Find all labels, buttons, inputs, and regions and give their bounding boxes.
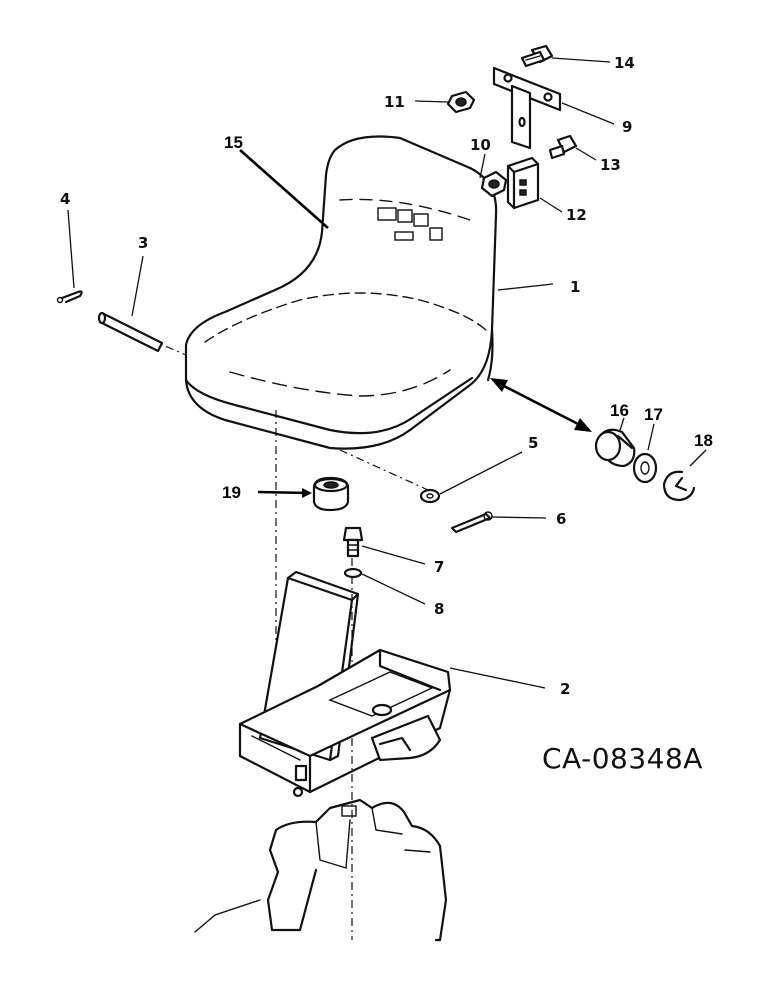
callout-1: 1 <box>570 278 580 296</box>
bolt-part-13 <box>548 134 578 160</box>
tractor-frame <box>194 798 448 942</box>
seat-part-1 <box>184 135 498 450</box>
bolt-part-14 <box>520 44 554 68</box>
callout-7: 7 <box>434 558 444 576</box>
callout-2: 2 <box>560 680 570 698</box>
seat-logo <box>377 207 443 241</box>
callout-11: 11 <box>384 93 405 111</box>
cotter-pin-part-6 <box>450 511 493 534</box>
centerline-pin <box>99 317 187 356</box>
callout-4: 4 <box>60 190 70 208</box>
callout-6: 6 <box>556 510 566 528</box>
bumper-part-19 <box>312 476 350 512</box>
washer-part-17 <box>632 452 658 484</box>
bracket-part-9 <box>492 66 562 150</box>
centerline-washer <box>339 449 429 491</box>
callout-17: 17 <box>644 405 663 424</box>
hinge-part-12 <box>506 156 540 210</box>
callout-19: 19 <box>222 483 241 502</box>
callout-5: 5 <box>528 434 538 452</box>
callout-12: 12 <box>566 206 587 224</box>
bolt-part-7 <box>342 526 364 558</box>
figure-code: CA-08348A <box>542 742 703 775</box>
washer-part-8 <box>343 567 363 579</box>
nut-part-10 <box>480 170 508 198</box>
callout-18: 18 <box>694 431 713 450</box>
leader-lines <box>67 57 707 689</box>
assembly-arrow <box>490 378 592 432</box>
callout-9: 9 <box>622 118 632 136</box>
callout-3: 3 <box>138 234 148 252</box>
nut-part-11 <box>446 90 476 114</box>
washer-part-5 <box>419 488 441 504</box>
clip-part-18 <box>662 470 696 502</box>
pivot-pin-part-16 <box>594 428 636 468</box>
cotter-part-4 <box>56 290 83 304</box>
callout-14: 14 <box>614 54 635 72</box>
callout-16: 16 <box>610 401 629 420</box>
pin-part-3 <box>97 311 164 353</box>
callout-10: 10 <box>470 136 491 154</box>
callout-13: 13 <box>600 156 621 174</box>
callout-15: 15 <box>224 133 243 152</box>
callout-8: 8 <box>434 600 444 618</box>
seat-base-part-2 <box>238 570 452 798</box>
